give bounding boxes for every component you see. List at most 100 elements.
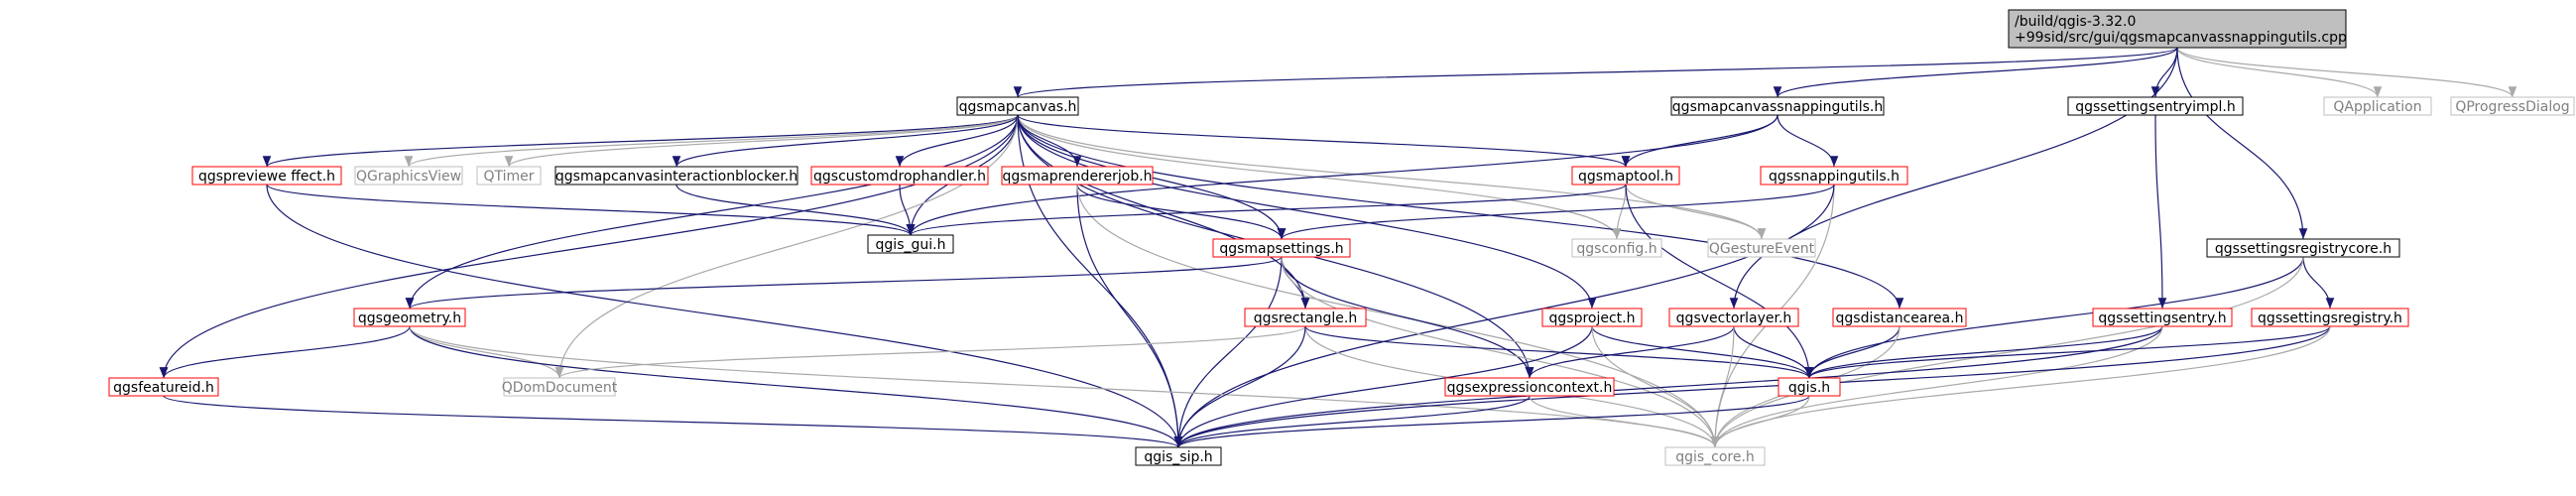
edge-qgsmaprendererjob_h-to-qgsmapsettings_h xyxy=(1076,184,1287,240)
node-qgssettingsregistry-h[interactable]: qgssettingsregistry.h xyxy=(2251,308,2409,327)
node-qgsmapcanvasinteractionblocker-h[interactable]: qgsmapcanvasinteractionblocker.h xyxy=(554,166,798,186)
edge-qgsproject_h-to-qgis_h xyxy=(1591,325,1814,379)
node-qgsmaprendererjob-h[interactable]: qgsmaprendererjob.h xyxy=(1001,166,1154,186)
node-qgsexpressioncontext-h[interactable]: qgsexpressioncontext.h xyxy=(1444,377,1615,397)
node-label: qgsgeometry.h xyxy=(358,310,461,326)
edge-qgsrectangle_h-to-QDomDocument xyxy=(554,325,1306,379)
node-qgsmaptool-h[interactable]: qgsmaptool.h xyxy=(1571,166,1680,186)
node-box xyxy=(1444,377,1615,397)
node-qgsvectorlayer-h[interactable]: qgsvectorlayer.h xyxy=(1668,308,1799,327)
node-qgsdistancearea-h[interactable]: qgsdistancearea.h xyxy=(1832,308,1967,327)
edge-qgsmapcanvas_h-to-qgsgeometry_h xyxy=(405,114,1019,310)
node-label: qgspreviewe ffect.h xyxy=(198,169,335,185)
node-box xyxy=(2450,96,2575,116)
node-label: qgssettingsentryimpl.h xyxy=(2075,99,2236,115)
edge-qgsmapcanvas_h-to-qgsmapcanvasinteractionblocker_h xyxy=(672,114,1019,168)
node-box xyxy=(108,377,219,397)
node-qgis-gui-h[interactable]: qgis_gui.h xyxy=(867,234,954,254)
node-qgscustomdrophandler-h[interactable]: qgscustomdrophandler.h xyxy=(810,166,989,186)
node-qgsproject-h[interactable]: qgsproject.h xyxy=(1541,308,1643,327)
node-label: qgis_sip.h xyxy=(1144,449,1212,465)
edge-qgssnappingutils_h-to-qgis_sip_h xyxy=(1173,184,1835,448)
node-qgssettingsentry-h[interactable]: qgssettingsentry.h xyxy=(2092,308,2233,327)
node-box xyxy=(867,234,954,254)
node-label: qgscustomdrophandler.h xyxy=(813,169,986,185)
node-box xyxy=(1778,377,1841,397)
node-qgsfeatureid-h[interactable]: qgsfeatureid.h xyxy=(108,377,219,397)
edge-qgsmapcanvas_h-to-qgsdistancearea_h xyxy=(1017,114,1904,310)
node-label: qgssettingsentry.h xyxy=(2098,310,2226,326)
node-label: qgsproject.h xyxy=(1549,310,1636,326)
edge-root-to-qgsvectorlayer_h xyxy=(1729,47,2178,310)
edge-qgis_h-to-qgis_core_h xyxy=(1710,395,1810,448)
node-label: qgsmapcanvasinteractionblocker.h xyxy=(555,169,797,185)
edge-root-to-qgsmapcanvassnappingutils_h xyxy=(1773,47,2178,98)
node-qgsmapsettings-h[interactable]: qgsmapsettings.h xyxy=(1212,238,1351,258)
node-box xyxy=(1832,308,1967,327)
edge-qgssettingsentry_h-to-qgis_h xyxy=(1804,325,2163,379)
node-qgssettingsentryimpl-h[interactable]: qgssettingsentryimpl.h xyxy=(2067,96,2244,116)
edge-qgssettingsregistrycore_h-to-qgis_core_h xyxy=(1710,256,2304,448)
edge-qgsgeometry_h-to-qgsfeatureid_h xyxy=(159,325,411,379)
node-label: QGraphicsView xyxy=(356,169,461,185)
edge-qgssettingsregistry_h-to-qgis_h xyxy=(1804,325,2331,379)
node-qgsmapcanvassnappingutils-h[interactable]: qgsmapcanvassnappingutils.h xyxy=(1670,96,1885,116)
edge-qgsproject_h-to-qgis_sip_h xyxy=(1173,325,1593,448)
node-label: qgsvectorlayer.h xyxy=(1676,310,1792,326)
node-box xyxy=(353,308,466,327)
node-label: qgis.h xyxy=(1788,380,1830,396)
node-qgsrectangle-h[interactable]: qgsrectangle.h xyxy=(1244,308,1367,327)
edge-qgsmapcanvas_h-to-qgspreviewe xyxy=(262,114,1019,168)
node-label: qgsdistancearea.h xyxy=(1836,310,1964,326)
node-box xyxy=(1664,446,1766,466)
node-qgsmapcanvas-h[interactable]: qgsmapcanvas.h xyxy=(956,96,1079,116)
edge-qgspreviewe-to-qgis_gui_h xyxy=(266,184,916,236)
edge-qgsmaptool_h-to-qgis_h xyxy=(1625,184,1814,379)
node-qgssettingsregistrycore-h[interactable]: qgssettingsregistrycore.h xyxy=(2206,238,2400,258)
node-box xyxy=(2251,308,2409,327)
edge-qgsvectorlayer_h-to-qgis_h xyxy=(1733,325,1814,379)
edge-qgsmaptool_h-to-qgis_gui_h xyxy=(906,184,1627,236)
edge-qgsmapsettings_h-to-qgsgeometry_h xyxy=(406,256,1283,310)
node-box xyxy=(956,96,1079,116)
node-QApplication: QApplication xyxy=(2323,96,2432,116)
node-root[interactable]: /build/qgis-3.32.0+99sid/src/gui/qgsmapc… xyxy=(2008,9,2347,49)
node-label: qgsmapcanvas.h xyxy=(959,99,1077,115)
node-label: QDomDocument xyxy=(502,380,618,396)
node-box xyxy=(1760,166,1908,186)
edge-qgsmapcanvassnappingutils_h-to-qgssnappingutils_h xyxy=(1777,114,1839,168)
edge-qgsmapcanvas_h-to-qgsproject_h xyxy=(1017,114,1597,310)
edge-qgsmapcanvassnappingutils_h-to-qgsmaptool_h xyxy=(1621,114,1779,168)
node-label: QGestureEvent xyxy=(1709,241,1815,257)
edge-qgsgeometry_h-to-qgis_sip_h xyxy=(409,325,1183,448)
node-QProgressDialog: QProgressDialog xyxy=(2450,96,2575,116)
node-box xyxy=(1244,308,1367,327)
edge-root-to-QApplication xyxy=(2176,47,2383,98)
node-qgspreviewe[interactable]: qgspreviewe ffect.h xyxy=(191,166,342,186)
edge-qgsgeometry_h-to-QDomDocument xyxy=(409,325,564,379)
edge-qgsrectangle_h-to-qgis_h xyxy=(1304,325,1814,379)
edge-qgsmapcanvas_h-to-QGraphicsView xyxy=(404,114,1019,168)
edge-qgssettingsregistrycore_h-to-qgssettingsregistry_h xyxy=(2302,256,2335,310)
edge-qgssettingsentryimpl_h-to-qgssettingsentry_h xyxy=(2154,114,2167,310)
file-nodes: /build/qgis-3.32.0+99sid/src/gui/qgsmapc… xyxy=(108,9,2575,466)
node-label: +99sid/src/gui/qgsmapcanvassnappingutils… xyxy=(2015,30,2347,46)
node-QTimer: QTimer xyxy=(476,166,542,186)
node-qgis-h[interactable]: qgis.h xyxy=(1778,377,1841,397)
node-label: qgssettingsregistrycore.h xyxy=(2215,241,2392,257)
node-qgssnappingutils-h[interactable]: qgssnappingutils.h xyxy=(1760,166,1908,186)
node-label: qgis_core.h xyxy=(1675,449,1755,465)
node-box xyxy=(191,166,342,186)
node-label: QTimer xyxy=(483,169,534,185)
node-qgis-sip-h[interactable]: qgis_sip.h xyxy=(1135,446,1222,466)
node-box xyxy=(2206,238,2400,258)
node-box xyxy=(476,166,542,186)
node-box xyxy=(1668,308,1799,327)
edge-qgsvectorlayer_h-to-qgis_core_h xyxy=(1710,325,1735,448)
edge-qgsrectangle_h-to-qgis_sip_h xyxy=(1173,325,1306,448)
node-box xyxy=(1135,446,1222,466)
edge-root-to-qgssettingsregistrycore_h xyxy=(2176,47,2308,240)
node-label: qgsmapcanvassnappingutils.h xyxy=(1672,99,1883,115)
edge-qgssnappingutils_h-to-qgsmapsettings_h xyxy=(1277,184,1835,240)
node-qgsgeometry-h[interactable]: qgsgeometry.h xyxy=(353,308,466,327)
